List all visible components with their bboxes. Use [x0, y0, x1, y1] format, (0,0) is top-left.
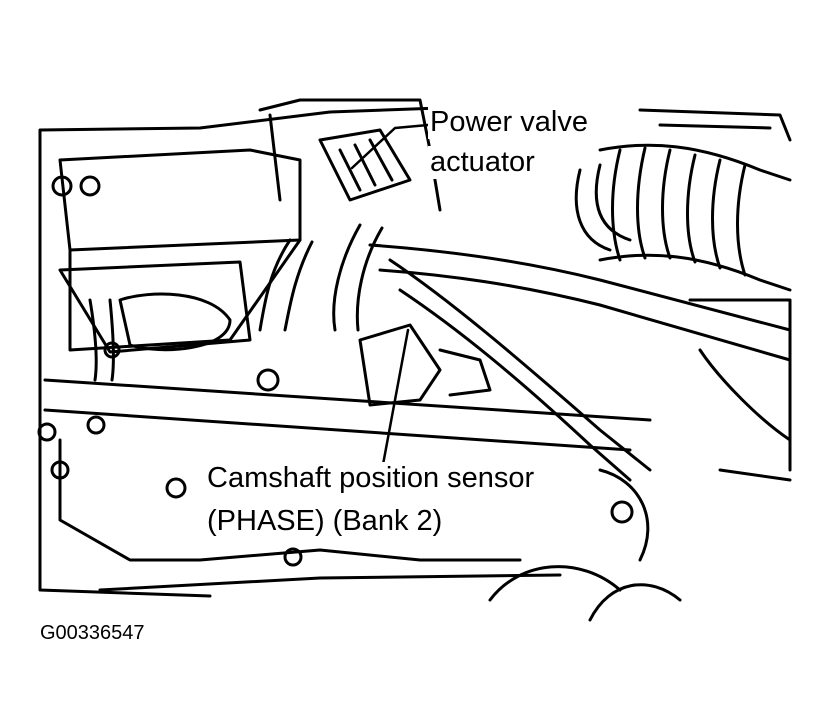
- intake-body: [58, 260, 252, 354]
- hose-2: [332, 223, 384, 332]
- lower-block: [58, 438, 522, 562]
- actuator-body: [318, 128, 412, 202]
- pulley-arc: [488, 565, 622, 602]
- right-components: [688, 298, 792, 482]
- bolt: [283, 547, 303, 567]
- bolt: [50, 460, 70, 480]
- figure-id: G00336547: [40, 622, 145, 644]
- engine-block-outline: [38, 106, 442, 598]
- bolt: [79, 175, 101, 197]
- camshaft-label-line1: Camshaft position sensor: [205, 462, 537, 495]
- cover-front: [68, 238, 302, 352]
- bolt: [51, 175, 73, 197]
- hose-3: [368, 243, 792, 362]
- camshaft-label-line2: (PHASE) (Bank 2): [205, 505, 445, 538]
- upper-bracket: [638, 108, 792, 142]
- bolt: [610, 500, 634, 524]
- sensor-body: [358, 323, 442, 407]
- air-duct: [598, 143, 792, 292]
- bolt: [103, 341, 121, 359]
- bolt: [37, 422, 57, 442]
- hose-4: [388, 258, 652, 482]
- fuel-rail: [43, 378, 652, 452]
- right-hose: [574, 163, 632, 252]
- throttle-housing: [118, 292, 232, 352]
- power-valve-label-line1: Power valve: [428, 106, 590, 139]
- cover-top: [58, 148, 302, 252]
- power-valve-label-line2: actuator: [428, 146, 537, 179]
- hose-1: [258, 238, 314, 332]
- lower-line: [98, 573, 562, 592]
- camshaft-leader: [380, 328, 410, 472]
- bolt: [256, 368, 280, 392]
- bolt: [165, 477, 187, 499]
- bolt: [86, 415, 106, 435]
- power-valve-leader: [350, 123, 430, 170]
